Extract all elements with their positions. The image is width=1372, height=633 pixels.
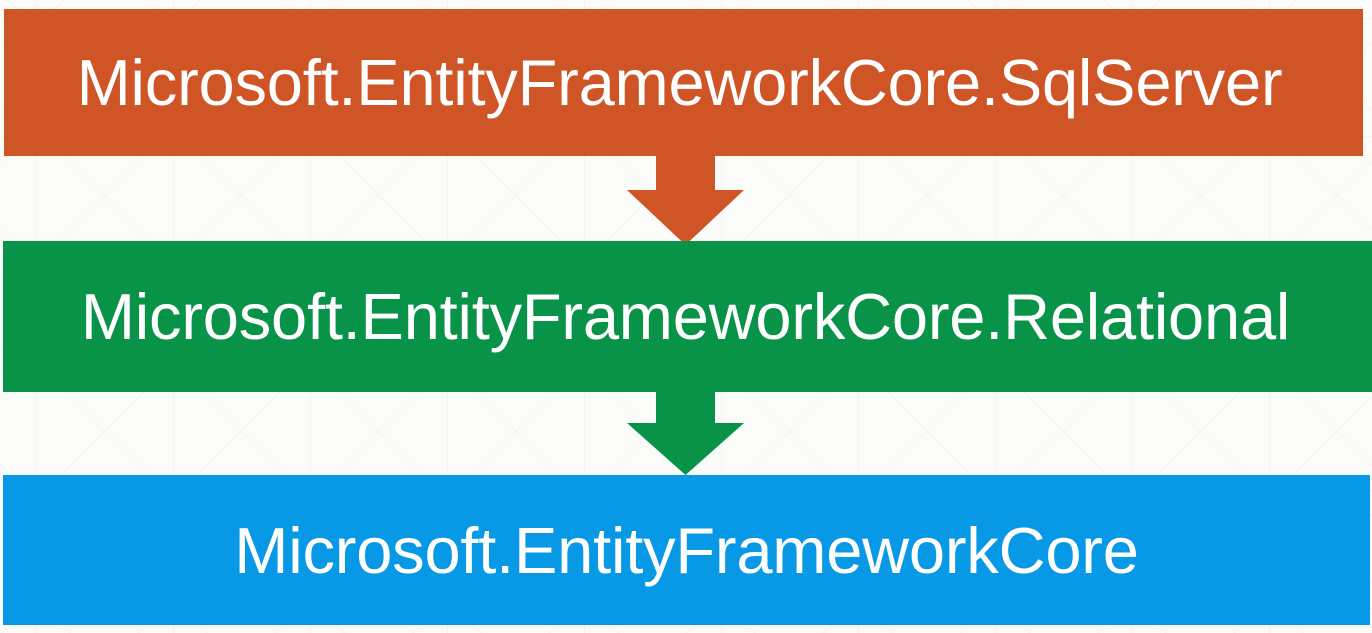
node-relational-label: Microsoft.EntityFrameworkCore.Relational [80,280,1291,353]
node-efcore-label: Microsoft.EntityFrameworkCore [234,513,1139,587]
node-sqlserver[interactable]: Microsoft.EntityFrameworkCore.SqlServer [4,9,1363,156]
node-efcore[interactable]: Microsoft.EntityFrameworkCore [3,475,1370,625]
arrow-relational-to-efcore [627,385,744,475]
arrow-sqlserver-to-relational [627,150,744,245]
node-sqlserver-label: Microsoft.EntityFrameworkCore.SqlServer [76,46,1283,119]
node-relational[interactable]: Microsoft.EntityFrameworkCore.Relational [3,241,1372,392]
